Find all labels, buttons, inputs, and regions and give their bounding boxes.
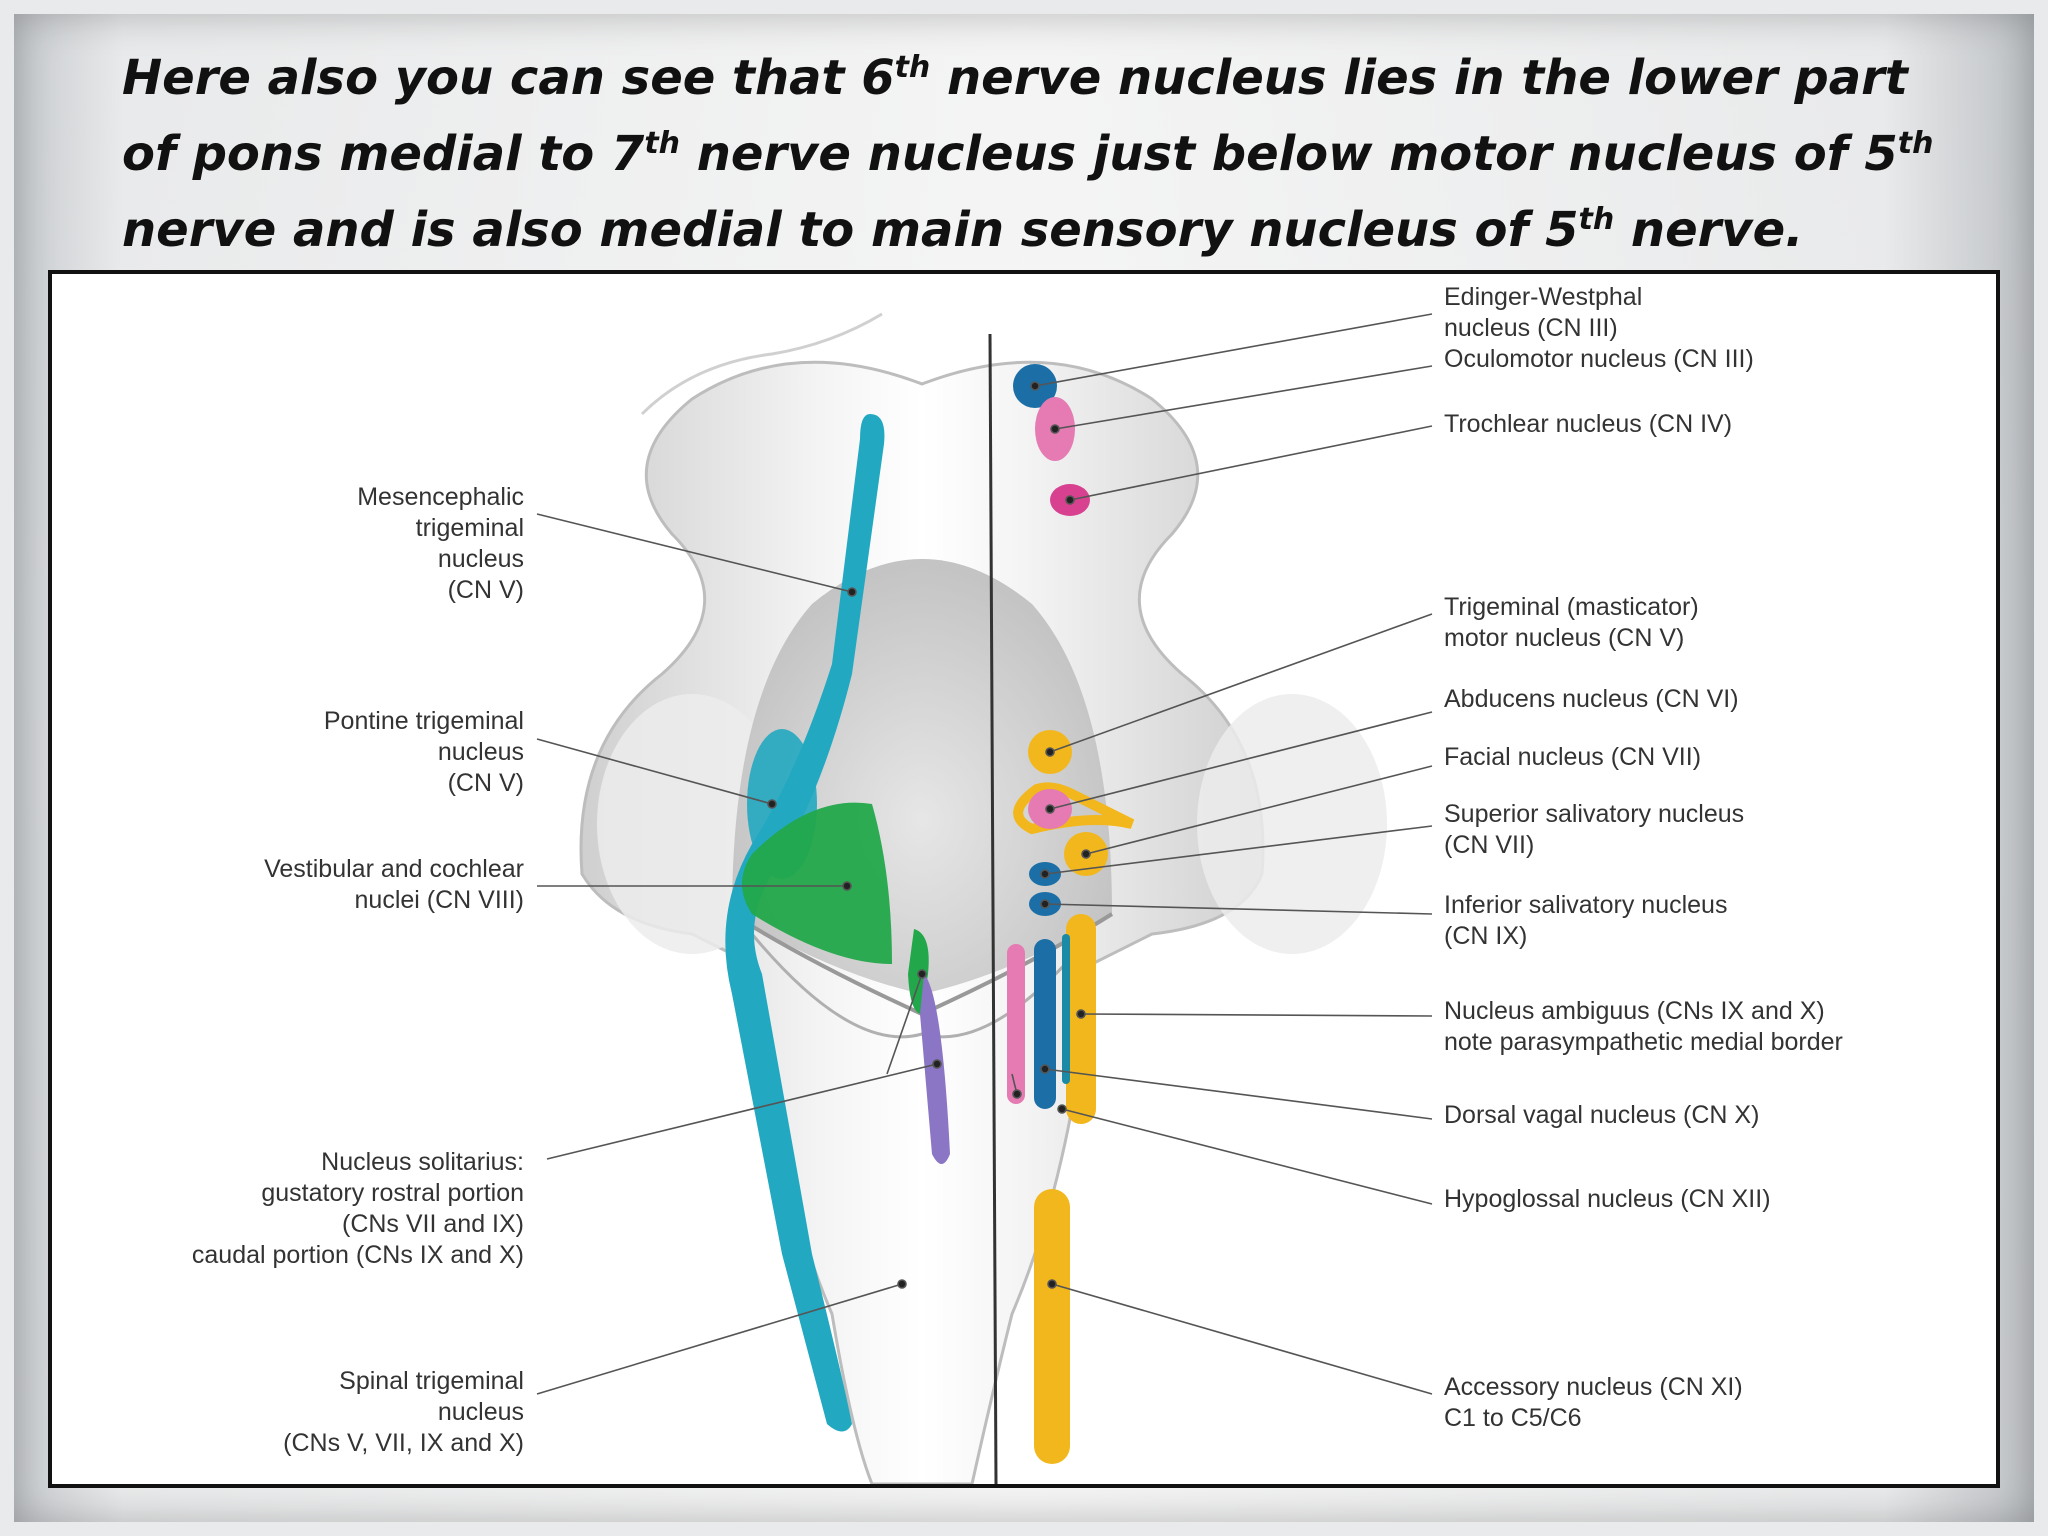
left-leader-lines [536,513,942,1395]
dorsal-vagal-pink [1007,944,1025,1104]
right-leader-lines [1011,313,1433,1395]
label-trochlear: Trochlear nucleus (CN IV) [1444,410,1733,438]
label-vestibular-cochlear: Vestibular and cochlear nuclei (CN VIII) [264,855,524,914]
label-nucleus-solitarius: Nucleus solitarius: gustatory rostral po… [191,1148,524,1269]
mesencephalic-trigeminal-nucleus [725,414,885,1432]
slide-caption: Here also you can see that 6th nerve nuc… [122,40,1942,268]
label-superior-salivatory: Superior salivatory nucleus (CN VII) [1444,800,1745,859]
ambiguus-medial-border [1062,934,1070,1084]
label-trigeminal-motor: Trigeminal (masticator) motor nucleus (C… [1444,593,1699,652]
brainstem-diagram: Mesencephalic trigeminal nucleus (CN V) … [48,270,2000,1488]
label-pontine-trigeminal: Pontine trigeminal nucleus (CN V) [323,707,524,797]
vestibular-cochlear-nuclei [742,802,892,964]
label-mesencephalic-trigeminal: Mesencephalic trigeminal nucleus (CN V) [357,483,524,604]
accessory-nucleus [1034,1189,1070,1464]
caption-text: nerve and is also medial to main sensory… [122,202,1579,258]
nucleus-ambiguus [1066,914,1096,1124]
midline [988,333,998,1484]
caption-text: nerve nucleus just below motor nucleus o… [680,126,1898,182]
label-hypoglossal: Hypoglossal nucleus (CN XII) [1444,1185,1771,1213]
label-oculomotor: Oculomotor nucleus (CN III) [1444,345,1754,373]
facial-nucleus-loop [1013,782,1135,835]
artist-signature [640,312,883,416]
caption-superscript: th [1578,202,1615,237]
label-inferior-salivatory: Inferior salivatory nucleus (CN IX) [1444,891,1728,950]
brainstem-illustration [536,312,1433,1484]
label-nucleus-ambiguus: Nucleus ambiguus (CNs IX and X) note par… [1444,997,1843,1056]
caption-superscript: th [1897,126,1934,161]
label-facial: Facial nucleus (CN VII) [1444,743,1702,771]
caption-text: nerve. [1614,202,1804,258]
caption-superscript: th [894,50,931,85]
label-abducens: Abducens nucleus (CN VI) [1444,685,1739,713]
label-spinal-trigeminal: Spinal trigeminal nucleus (CNs V, VII, I… [283,1367,524,1457]
nucleus-solitarius-caudal [920,974,950,1164]
label-dorsal-vagal: Dorsal vagal nucleus (CN X) [1444,1101,1760,1129]
right-peduncle [1197,694,1387,954]
caption-text: nerve nucleus lies in the lower part of … [122,50,1908,182]
dorsal-vagal-nucleus [1034,939,1056,1109]
label-edinger-westphal: Edinger-Westphal nucleus (CN III) [1444,283,1643,342]
caption-text: Here also you can see that 6 [122,50,895,106]
label-accessory: Accessory nucleus (CN XI) C1 to C5/C6 [1444,1373,1743,1432]
caption-superscript: th [644,126,681,161]
